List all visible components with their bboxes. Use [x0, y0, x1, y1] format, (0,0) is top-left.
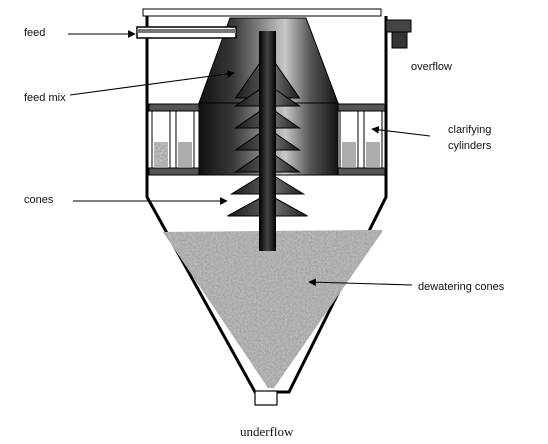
clarifying-cylinders-left [148, 103, 200, 176]
label-dewatering: dewatering cones [418, 281, 505, 293]
dewatering-arrow [308, 278, 413, 287]
clarifying-arrow [371, 126, 431, 137]
label-cones: cones [24, 194, 54, 206]
overflow-pipe [385, 19, 412, 49]
feed-pipe [136, 26, 237, 39]
underflow-outlet [254, 390, 278, 406]
label-feed: feed [24, 27, 45, 39]
label-clarifying-2: cylinders [448, 140, 492, 152]
clarifying-cylinders-right [334, 103, 386, 176]
label-clarifying-1: clarifying [448, 124, 491, 136]
label-underflow: underflow [240, 424, 294, 439]
sediment-fill [163, 230, 382, 388]
central-shaft [259, 31, 276, 251]
feed-mix-arrow [69, 70, 235, 96]
top-lid [142, 8, 382, 17]
label-overflow: overflow [411, 61, 452, 73]
label-feed-mix: feed mix [24, 92, 66, 104]
